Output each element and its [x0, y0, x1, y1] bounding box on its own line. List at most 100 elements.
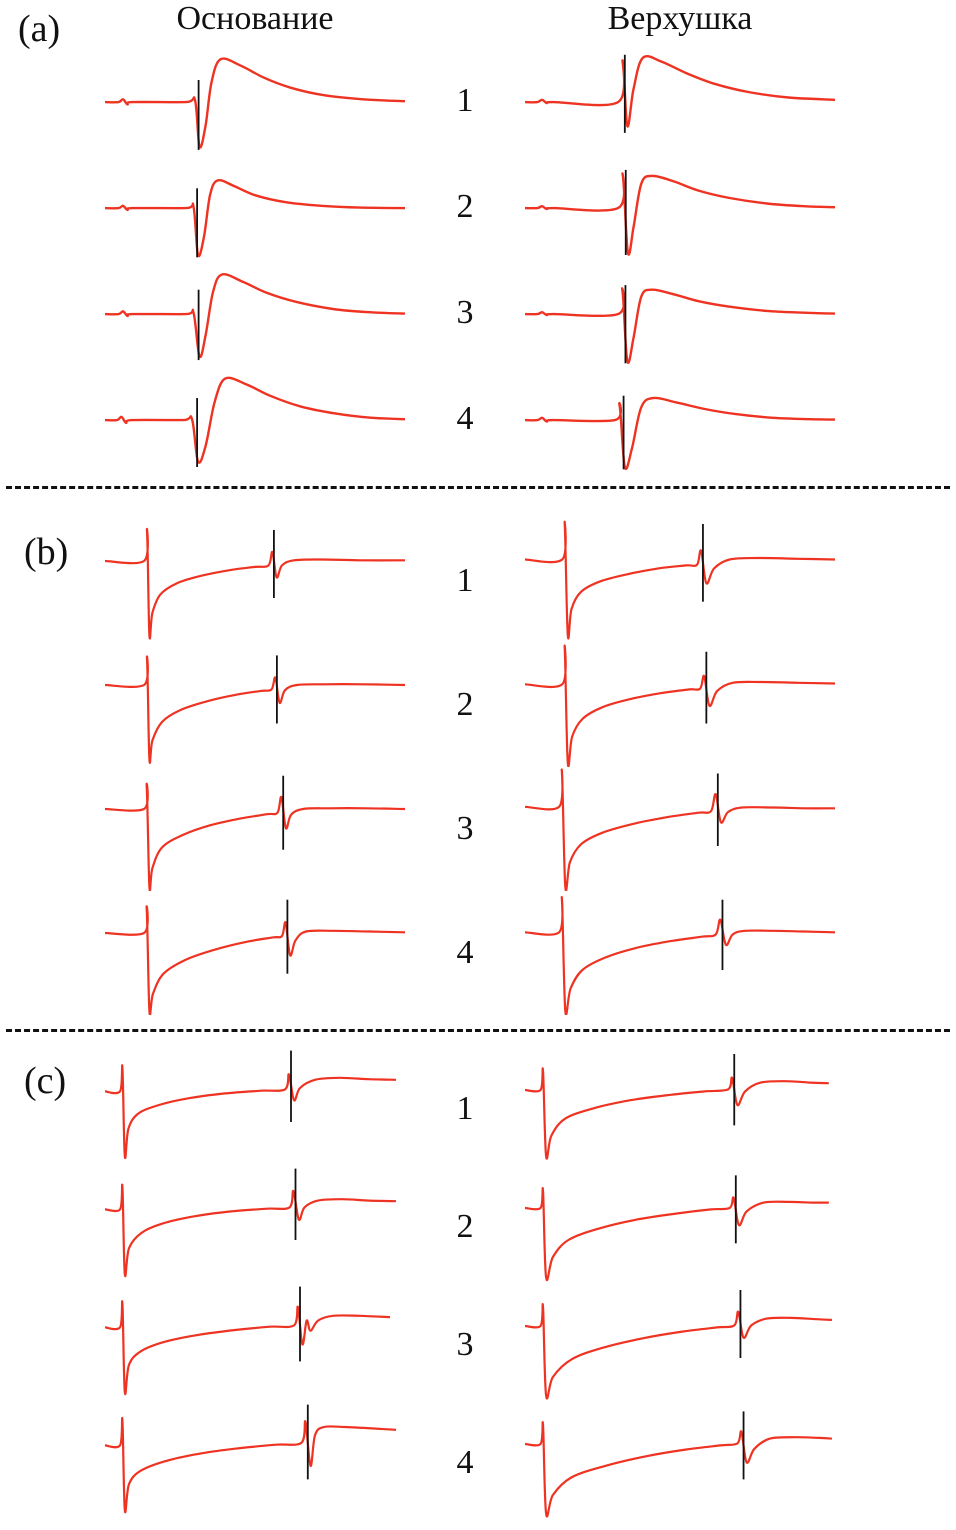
trace-box-right [525, 154, 835, 260]
trace-row-a-2: 2 [0, 154, 956, 260]
waveform-path [105, 782, 405, 891]
row-number-b-2: 2 [456, 686, 474, 723]
waveform-path [525, 896, 835, 1015]
row-number-a-1: 1 [456, 82, 474, 119]
trace-row-a-4: 4 [0, 366, 956, 472]
waveform-path [525, 644, 835, 767]
trace-box-right [525, 1286, 835, 1404]
trace-box-left [105, 1286, 405, 1404]
trace-row-b-2: 2 [0, 643, 956, 767]
trace-box-left [105, 1168, 405, 1286]
trace-a-right-1 [525, 54, 835, 133]
trace-c-right-4 [525, 1411, 832, 1518]
panel-a: (a) Основание Верхушка 1 2 3 4 [0, 0, 956, 472]
trace-box-left [105, 366, 405, 472]
trace-box-left [105, 891, 405, 1015]
trace-a-right-3 [525, 285, 835, 364]
trace-a-left-4 [105, 376, 405, 467]
trace-box-left [105, 154, 405, 260]
waveform-path [525, 1187, 829, 1282]
panel-separator-bc [6, 1029, 950, 1032]
panel-c-label: (c) [24, 1060, 67, 1102]
trace-b-right-2 [525, 644, 835, 767]
waveform-path [105, 57, 405, 149]
panel-b-label: (b) [24, 531, 69, 573]
waveform-path [105, 1183, 397, 1278]
trace-b-left-2 [105, 655, 405, 764]
trace-box-left [105, 48, 405, 154]
waveform-path [525, 287, 835, 364]
trace-row-b-3: 3 [0, 767, 956, 891]
trace-row-c-2: 2 [0, 1168, 956, 1286]
trace-c-right-1 [525, 1054, 829, 1160]
row-number-b-4: 4 [456, 934, 474, 971]
trace-c-left-3 [105, 1286, 391, 1396]
row-number-b-3: 3 [456, 810, 474, 847]
trace-box-left [105, 767, 405, 891]
trace-a-left-1 [105, 57, 405, 150]
column-headers: Основание Верхушка [0, 0, 956, 48]
trace-b-left-3 [105, 775, 405, 891]
trace-row-a-1: 1 [0, 48, 956, 154]
trace-row-b-4: 4 [0, 891, 956, 1015]
trace-b-right-3 [525, 768, 835, 891]
trace-box-right [525, 48, 835, 154]
trace-b-left-1 [105, 527, 405, 640]
panel-b: (b) 1 2 3 4 [0, 503, 956, 1015]
waveform-path [525, 1421, 832, 1518]
waveform-path [105, 376, 405, 464]
trace-row-c-4: 4 [0, 1404, 956, 1522]
trace-box-right [525, 1168, 835, 1286]
trace-box-left [105, 643, 405, 767]
waveform-path [105, 1064, 397, 1160]
trace-box-left [105, 1404, 405, 1522]
waveform-path [525, 396, 835, 470]
row-number-c-3: 3 [456, 1326, 474, 1363]
row-number-a-2: 2 [456, 188, 474, 225]
trace-box-right [525, 891, 835, 1015]
trace-box-right [525, 519, 835, 643]
panel-b-traces: 1 2 3 4 [0, 519, 956, 1015]
waveform-path [525, 54, 835, 128]
trace-c-left-2 [105, 1168, 397, 1278]
waveform-path [105, 1416, 397, 1514]
trace-c-left-1 [105, 1050, 397, 1160]
trace-box-left [105, 519, 405, 643]
trace-a-left-2 [105, 178, 405, 258]
waveform-path [525, 1067, 829, 1160]
trace-c-right-3 [525, 1290, 832, 1400]
trace-c-right-2 [525, 1175, 829, 1282]
trace-box-right [525, 260, 835, 366]
trace-box-right [525, 1050, 835, 1168]
trace-box-right [525, 643, 835, 767]
panel-separator-ab [6, 486, 950, 489]
trace-box-right [525, 366, 835, 472]
panel-a-traces: 1 2 3 4 [0, 48, 956, 472]
waveform-path [525, 520, 835, 640]
row-number-a-3: 3 [456, 294, 474, 331]
trace-row-c-3: 3 [0, 1286, 956, 1404]
waveform-path [105, 527, 405, 640]
waveform-path [105, 178, 405, 258]
trace-row-a-3: 3 [0, 260, 956, 366]
trace-a-right-2 [525, 169, 835, 256]
trace-b-left-4 [105, 899, 405, 1015]
trace-box-left [105, 260, 405, 366]
trace-box-left [105, 1050, 405, 1168]
waveform-path [525, 1303, 832, 1400]
row-number-b-1: 1 [456, 562, 474, 599]
trace-box-right [525, 767, 835, 891]
waveform-path [105, 273, 405, 359]
trace-c-left-4 [105, 1404, 397, 1514]
row-number-c-4: 4 [456, 1444, 474, 1481]
column-header-base: Основание [176, 0, 334, 37]
panel-a-label: (a) [18, 8, 61, 50]
trace-a-left-3 [105, 273, 405, 361]
waveform-path [105, 905, 405, 1015]
trace-row-c-1: 1 [0, 1050, 956, 1168]
row-number-a-4: 4 [456, 400, 474, 437]
waveform-path [525, 172, 835, 256]
waveform-path [525, 768, 835, 891]
